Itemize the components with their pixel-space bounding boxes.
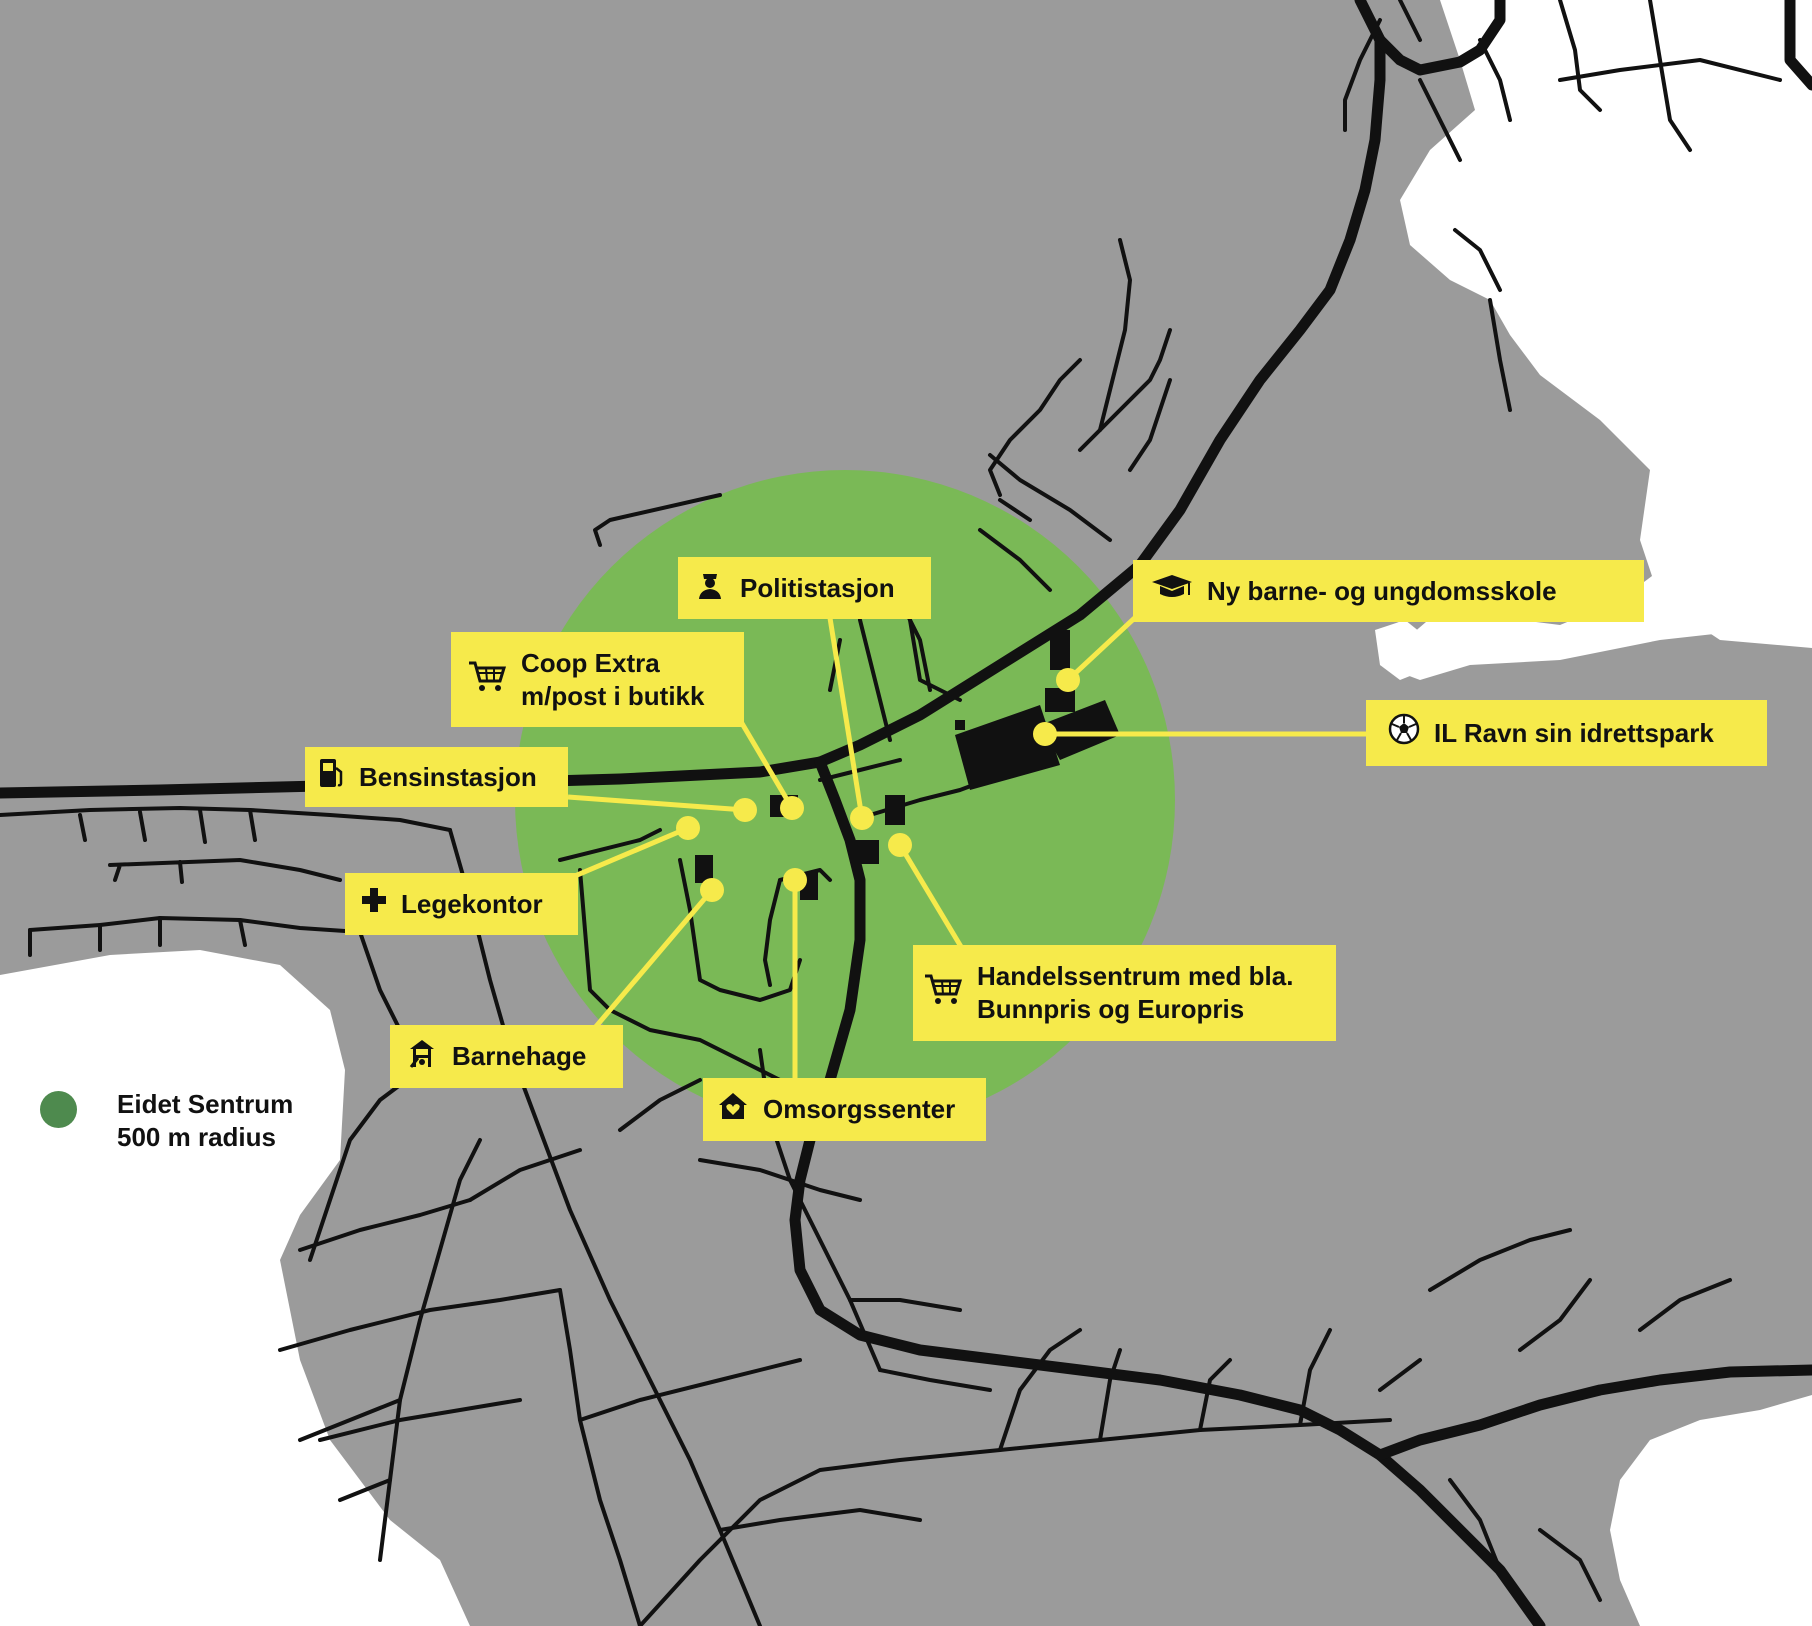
- poi-label: Bensinstasjon: [359, 761, 537, 792]
- poi-label: Barnehage: [452, 1041, 587, 1071]
- poi-bensinstasjon[interactable]: Bensinstasjon: [305, 747, 568, 807]
- leader-lines: [529, 611, 1368, 1085]
- poi-handelssentrum[interactable]: Handelssentrum med bla.Bunnpris og Europ…: [913, 945, 1336, 1041]
- fjord-west: [0, 950, 470, 1626]
- shopping-cart-icon: [467, 659, 507, 701]
- poi-omsorgssenter[interactable]: Omsorgssenter: [703, 1078, 986, 1141]
- legend-dot-icon: [40, 1091, 77, 1128]
- map-legend: Eidet Sentrum 500 m radius: [40, 1088, 293, 1154]
- poi-idrettspark[interactable]: IL Ravn sin idrettspark: [1366, 700, 1767, 766]
- poi-skole[interactable]: Ny barne- og ungdomsskole: [1133, 560, 1644, 622]
- legend-text: Eidet Sentrum 500 m radius: [117, 1089, 294, 1152]
- poi-label: Omsorgssenter: [763, 1094, 956, 1124]
- soccer-ball-icon: [1388, 713, 1420, 753]
- graduation-cap-icon: [1151, 573, 1193, 609]
- police-officer-icon: [694, 568, 726, 608]
- playground-icon: [406, 1037, 438, 1077]
- poi-label: IL Ravn sin idrettspark: [1434, 717, 1714, 748]
- fuel-pump-icon: [317, 756, 345, 798]
- poi-label: Politistasjon: [740, 572, 895, 603]
- leader-dots: [676, 668, 1080, 902]
- poi-barnehage[interactable]: Barnehage: [390, 1025, 623, 1088]
- fjord-east: [1380, 490, 1812, 680]
- poi-label: Ny barne- og ungdomsskole: [1207, 575, 1557, 606]
- poi-label: Handelssentrum med bla.Bunnpris og Europ…: [977, 961, 1294, 1024]
- poi-label: Legekontor: [401, 888, 543, 919]
- poi-politistasjon[interactable]: Politistasjon: [678, 557, 931, 619]
- fjord-southeast: [1610, 1395, 1812, 1626]
- poi-legekontor[interactable]: Legekontor: [345, 873, 578, 935]
- shopping-cart-icon: [923, 972, 963, 1014]
- medical-cross-icon: [361, 887, 387, 921]
- buildings: [695, 630, 1120, 900]
- fjord-northeast: [1400, 0, 1812, 648]
- islet: [1375, 620, 1430, 680]
- home-heart-icon: [717, 1090, 749, 1130]
